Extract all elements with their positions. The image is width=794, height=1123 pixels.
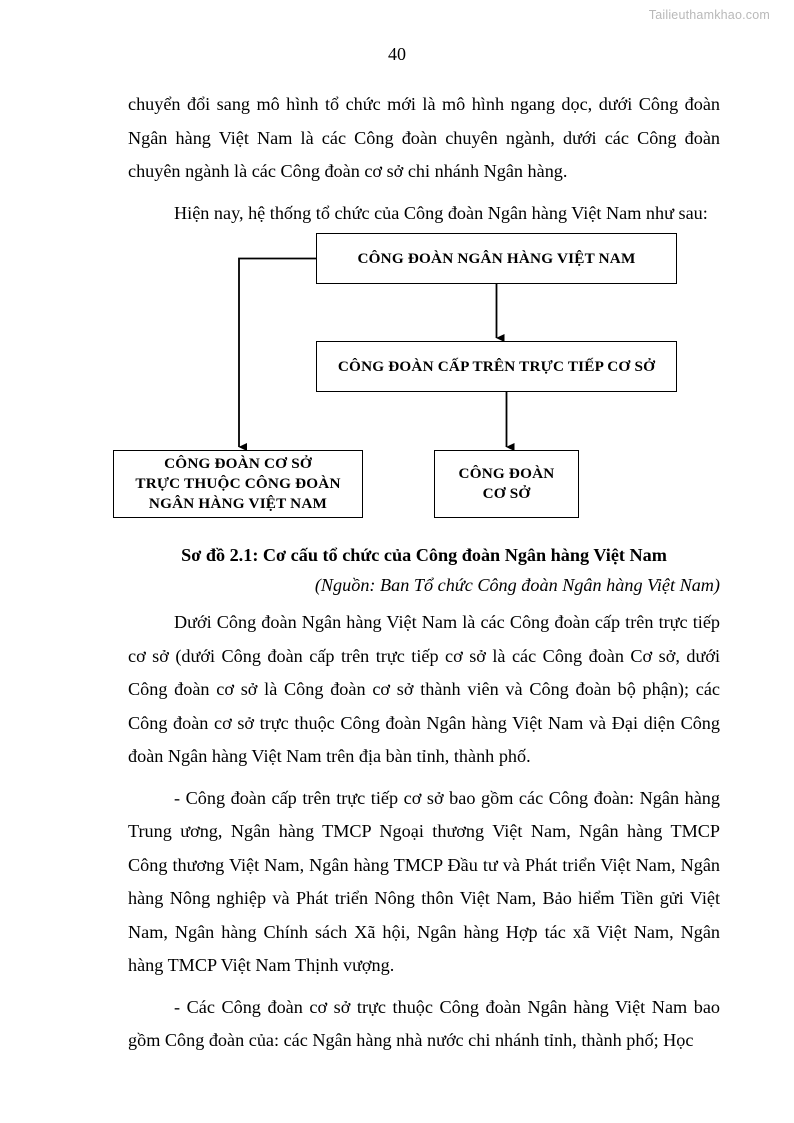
- paragraph: chuyển đổi sang mô hình tổ chức mới là m…: [128, 94, 720, 181]
- paragraph-spacer: [128, 774, 720, 782]
- diagram-box-root: CÔNG ĐOÀN NGÂN HÀNG VIỆT NAM: [316, 233, 677, 284]
- diagram-box-base-union: CÔNG ĐOÀN CƠ SỞ: [434, 450, 579, 518]
- figure-caption-block: Sơ đồ 2.1: Cơ cấu tổ chức của Công đoàn …: [128, 540, 720, 601]
- paragraph-spacer: [128, 983, 720, 991]
- paragraph: Dưới Công đoàn Ngân hàng Việt Nam là các…: [128, 612, 720, 766]
- diagram-box-root-label: CÔNG ĐOÀN NGÂN HÀNG VIỆT NAM: [357, 249, 636, 267]
- paragraph: - Công đoàn cấp trên trực tiếp cơ sở bao…: [128, 787, 720, 976]
- diagram-box-base-union-label: CÔNG ĐOÀN CƠ SỞ: [459, 464, 555, 504]
- diagram-box-upper-level-label: CÔNG ĐOÀN CẤP TRÊN TRỰC TIẾP CƠ SỞ: [337, 357, 656, 375]
- paragraph: - Các Công đoàn cơ sở trực thuộc Công đo…: [128, 996, 720, 1051]
- diagram-box-direct-affiliated: CÔNG ĐOÀN CƠ SỞ TRỰC THUỘC CÔNG ĐOÀN NGÂ…: [113, 450, 363, 518]
- line: TRỰC THUỘC CÔNG ĐOÀN: [135, 475, 341, 492]
- line: CƠ SỞ: [482, 485, 531, 502]
- watermark: Tailieuthamkhao.com: [648, 8, 770, 22]
- diagram-box-direct-affiliated-label: CÔNG ĐOÀN CƠ SỞ TRỰC THUỘC CÔNG ĐOÀN NGÂ…: [135, 454, 340, 514]
- page-number: 40: [388, 44, 406, 64]
- line: CÔNG ĐOÀN CƠ SỞ: [164, 455, 312, 472]
- top-text-block: chuyển đổi sang mô hình tổ chức mới là m…: [128, 88, 720, 230]
- connector-root-to-direct: [238, 257, 316, 451]
- paragraph-spacer: [128, 189, 720, 197]
- figure-caption-title: Sơ đồ 2.1: Cơ cấu tổ chức của Công đoàn …: [181, 545, 667, 565]
- paragraph: Hiện nay, hệ thống tổ chức của Công đoàn…: [174, 202, 708, 223]
- line: CÔNG ĐOÀN: [458, 465, 555, 482]
- bottom-text-block: Dưới Công đoàn Ngân hàng Việt Nam là các…: [128, 606, 720, 1058]
- figure-caption-source: (Nguồn: Ban Tổ chức Công đoàn Ngân hàng …: [314, 575, 720, 595]
- diagram-box-upper-level: CÔNG ĐOÀN CẤP TRÊN TRỰC TIẾP CƠ SỞ: [316, 341, 677, 392]
- line: NGÂN HÀNG VIỆT NAM: [148, 495, 328, 512]
